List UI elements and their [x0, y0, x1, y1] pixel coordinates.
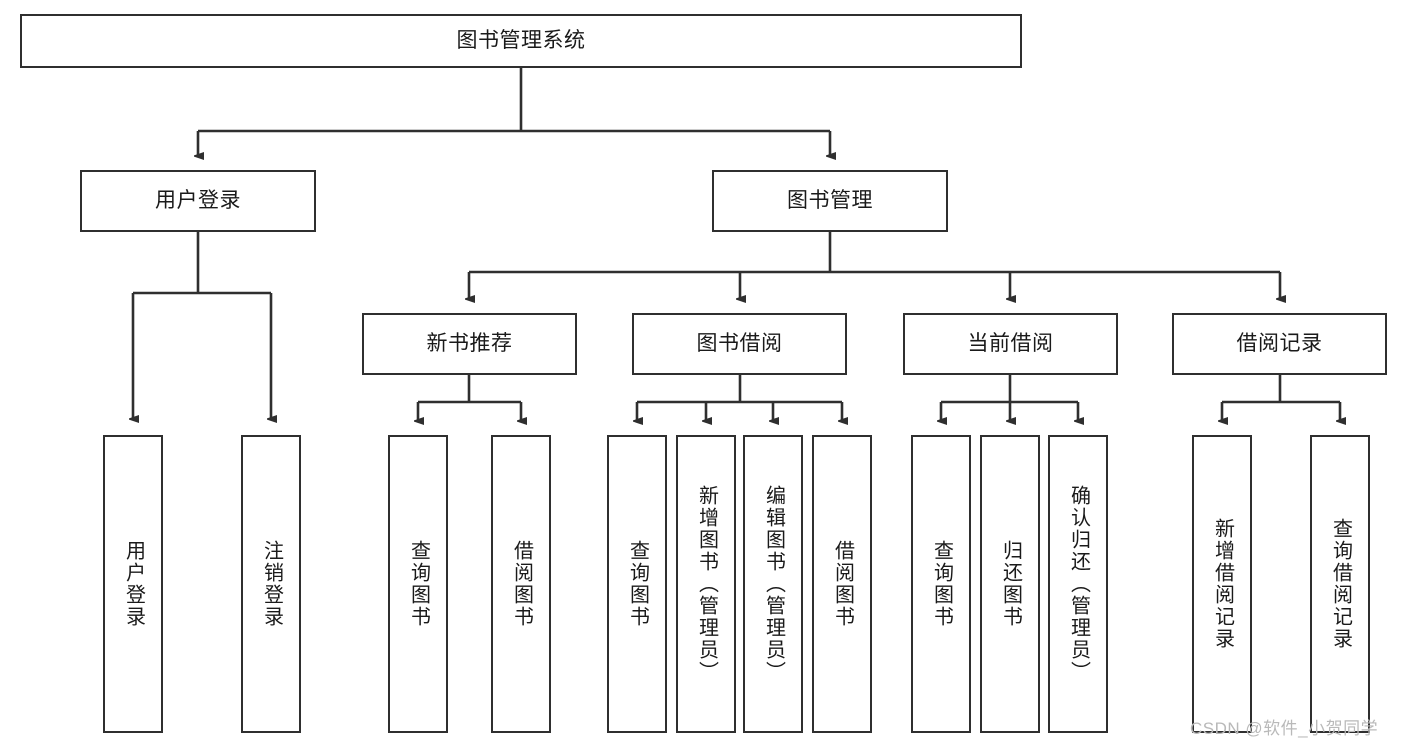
node-borrowing-record[interactable]: 借阅记录 — [1172, 313, 1387, 375]
leaf-query-book-recommendation[interactable]: 查询图书 — [388, 435, 448, 733]
node-label: 注销登录 — [260, 540, 283, 628]
leaf-query-book-borrowing[interactable]: 查询图书 — [607, 435, 667, 733]
node-label: 查询图书 — [930, 540, 953, 628]
node-label: 查询借阅记录 — [1329, 518, 1352, 650]
leaf-add-book-admin[interactable]: 新增图书（管理员） — [676, 435, 736, 733]
node-user-login[interactable]: 用户登录 — [80, 170, 316, 232]
leaf-user-login[interactable]: 用户登录 — [103, 435, 163, 733]
leaf-edit-book-admin[interactable]: 编辑图书（管理员） — [743, 435, 803, 733]
node-label: 当前借阅 — [967, 332, 1054, 356]
node-new-book-recommendation[interactable]: 新书推荐 — [362, 313, 577, 375]
node-label: 新增图书（管理员） — [695, 485, 718, 683]
node-root-book-management-system[interactable]: 图书管理系统 — [20, 14, 1022, 68]
node-label: 借阅图书 — [510, 540, 533, 628]
leaf-query-book-current[interactable]: 查询图书 — [911, 435, 971, 733]
node-label: 图书借阅 — [696, 332, 783, 356]
node-book-management[interactable]: 图书管理 — [712, 170, 948, 232]
leaf-logout[interactable]: 注销登录 — [241, 435, 301, 733]
node-label: 新增借阅记录 — [1211, 518, 1234, 650]
csdn-watermark: CSDN @软件_小贺同学 — [1190, 719, 1379, 738]
node-label: 图书管理 — [787, 189, 873, 213]
node-label: 编辑图书（管理员） — [762, 485, 785, 683]
leaf-borrow-book-recommendation[interactable]: 借阅图书 — [491, 435, 551, 733]
node-label: 确认归还（管理员） — [1067, 485, 1090, 683]
node-label: 图书管理系统 — [456, 29, 586, 53]
node-book-borrowing[interactable]: 图书借阅 — [632, 313, 847, 375]
node-label: 用户登录 — [155, 189, 241, 213]
node-current-borrowing[interactable]: 当前借阅 — [903, 313, 1118, 375]
node-label: 查询图书 — [626, 540, 649, 628]
leaf-return-book[interactable]: 归还图书 — [980, 435, 1040, 733]
node-label: 新书推荐 — [426, 332, 513, 356]
leaf-add-borrow-record[interactable]: 新增借阅记录 — [1192, 435, 1252, 733]
leaf-borrow-book-borrowing[interactable]: 借阅图书 — [812, 435, 872, 733]
node-label: 归还图书 — [999, 540, 1022, 628]
leaf-query-borrow-record[interactable]: 查询借阅记录 — [1310, 435, 1370, 733]
node-label: 借阅记录 — [1236, 332, 1323, 356]
leaf-confirm-return-admin[interactable]: 确认归还（管理员） — [1048, 435, 1108, 733]
node-label: 用户登录 — [122, 540, 145, 628]
node-label: 借阅图书 — [831, 540, 854, 628]
node-label: 查询图书 — [407, 540, 430, 628]
